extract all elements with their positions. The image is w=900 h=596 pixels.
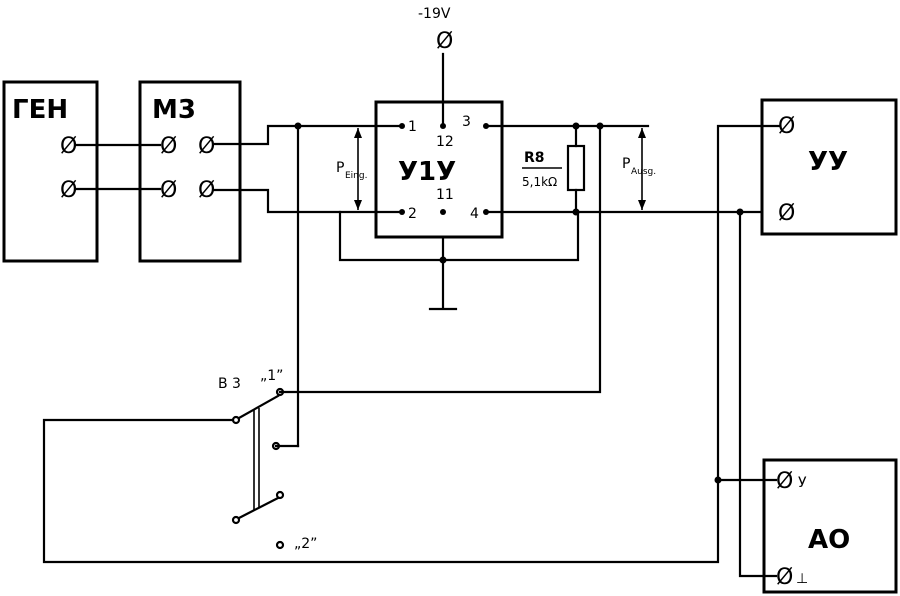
ao-ground-wire (738, 210, 778, 578)
ao-ground-label: ⊥ (796, 571, 808, 587)
generator-label: ГЕН (12, 95, 68, 125)
m3-in-terminal-2: Ø (160, 178, 177, 203)
oscilloscope-block (762, 458, 898, 594)
switch-to-ao-wire (42, 418, 720, 564)
ao-terminal-ground: Ø (776, 565, 793, 590)
m3-in-terminal-1: Ø (160, 134, 177, 159)
switch-blade-1 (237, 394, 280, 420)
pin3-dot (483, 123, 489, 129)
resistor-value: 5,1kΩ (522, 175, 557, 189)
supply-terminal: Ø (436, 29, 453, 54)
resistor-name: R8 (524, 150, 545, 166)
pin-2-label: 2 (408, 206, 417, 222)
pin-12-label: 12 (436, 134, 454, 150)
input-wire-bottom (212, 188, 404, 214)
ao-y-label: У (798, 475, 807, 491)
gen-terminal-1: Ø (60, 134, 77, 159)
output-meter-block (760, 98, 898, 236)
pin-3-label: 3 (462, 114, 471, 130)
switch-name: В 3 (218, 376, 241, 392)
p-out-subscript: Ausg. (631, 167, 656, 177)
switch-contact-1 (275, 387, 285, 397)
switch-contact-1b (271, 441, 281, 451)
pin4-dot (483, 209, 489, 215)
oscilloscope-label: АО (808, 525, 850, 555)
m3-out-terminal-1: Ø (198, 134, 215, 159)
ao-terminal-y: Ø (776, 469, 793, 494)
m3-out-terminal-2: Ø (198, 178, 215, 203)
uu-top-wire (716, 124, 782, 482)
generator-block (2, 80, 99, 263)
attenuator-label: М3 (152, 95, 196, 125)
switch-output-wire (278, 124, 602, 394)
switch-contact-2b (275, 540, 285, 550)
switch-common-2 (231, 515, 241, 525)
uu-terminal-2: Ø (778, 201, 795, 226)
pin2-dot (399, 209, 405, 215)
pin-4-label: 4 (470, 206, 479, 222)
attenuator-block (138, 80, 242, 263)
amplifier-block (374, 100, 504, 239)
uu-terminal-1: Ø (778, 114, 795, 139)
p-out-label: P (622, 156, 630, 172)
junction-ground (439, 256, 447, 264)
pin12-dot (440, 123, 446, 129)
gen-terminal-2: Ø (60, 178, 77, 203)
pin11-dot (440, 209, 446, 215)
input-wire-top (212, 124, 404, 146)
ground-loop-wire (338, 210, 580, 262)
pin1-dot (399, 123, 405, 129)
pin-1-label: 1 (408, 119, 417, 135)
amplifier-label: У1У (398, 157, 456, 187)
p-in-label: P (336, 160, 344, 176)
switch-pos-2-label: „2” (294, 536, 317, 552)
supply-voltage-label: -19V (418, 6, 451, 22)
resistor-r8 (566, 144, 586, 192)
pin-11-label: 11 (436, 187, 454, 203)
p-in-subscript: Eing. (345, 171, 367, 181)
switch-contact-2 (275, 490, 285, 500)
output-meter-label: УУ (808, 147, 848, 177)
switch-pos-1-label: „1” (260, 368, 283, 384)
